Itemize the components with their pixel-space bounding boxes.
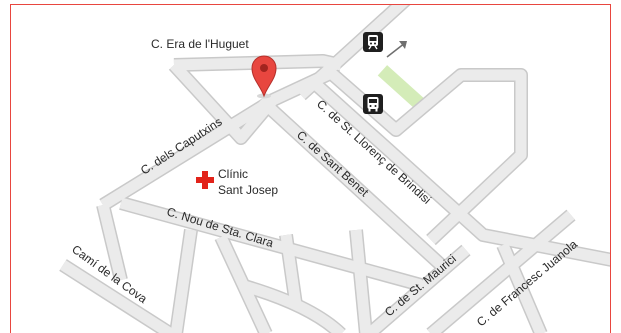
park-area bbox=[377, 65, 425, 109]
bus-icon[interactable] bbox=[363, 94, 383, 114]
street-label-maurici: C. de St. Maurici bbox=[382, 252, 459, 320]
poi-label-clinic-line2: Sant Josep bbox=[218, 183, 278, 197]
road-network bbox=[59, 5, 610, 333]
street-map[interactable]: C. Era de l'Huguet C. dels Caputxins C. … bbox=[11, 5, 611, 333]
street-label-era-huguet: C. Era de l'Huguet bbox=[151, 37, 249, 51]
red-cross-icon bbox=[196, 171, 214, 189]
arrow-northeast-icon bbox=[386, 41, 407, 58]
map-pin-icon[interactable] bbox=[251, 55, 277, 99]
map-frame[interactable]: C. Era de l'Huguet C. dels Caputxins C. … bbox=[10, 4, 611, 333]
poi-label-clinic-line1: Clínic bbox=[218, 167, 248, 181]
train-icon[interactable] bbox=[363, 32, 383, 52]
